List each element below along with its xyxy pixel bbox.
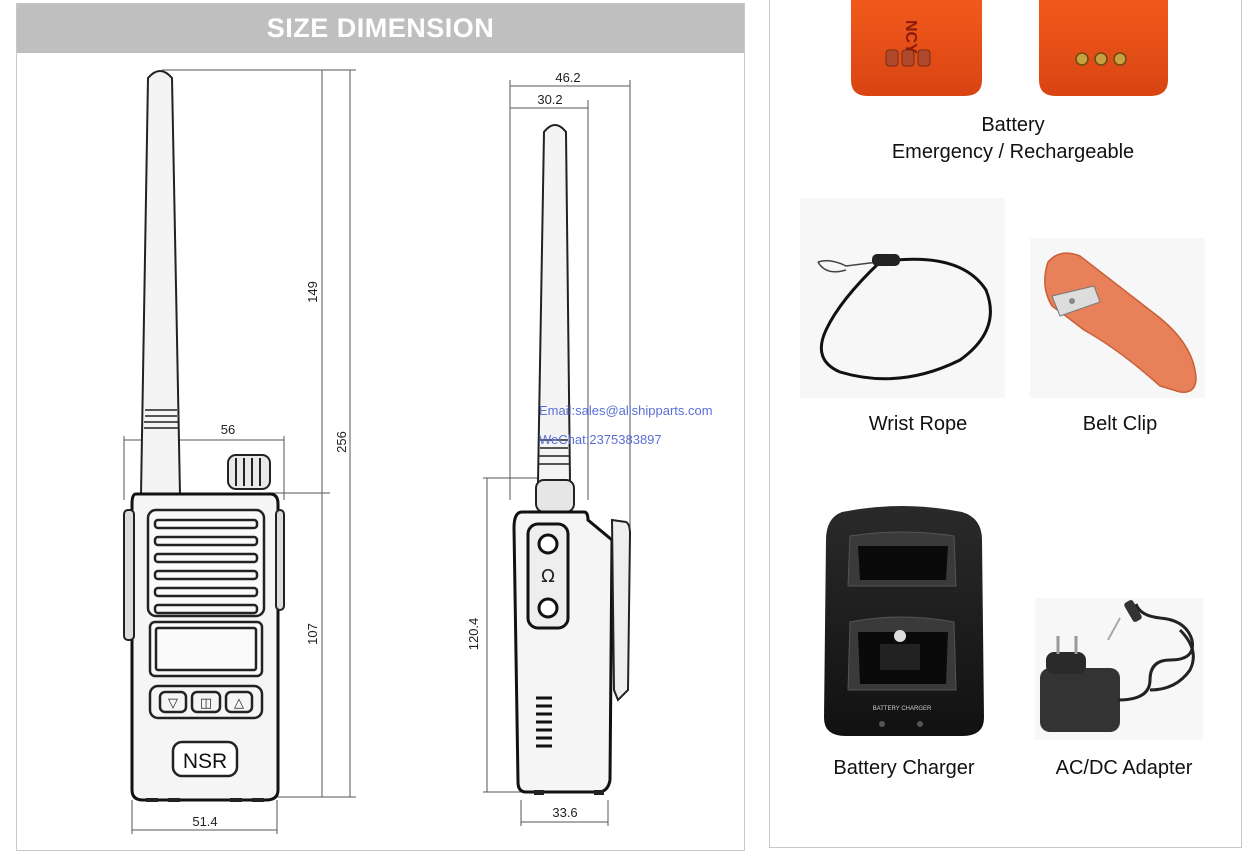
menu-icon: ◫ (200, 696, 212, 711)
side-belt-clip (610, 518, 632, 702)
up-arrow-icon: △ (234, 696, 244, 711)
battery-rechargeable (1039, 0, 1168, 96)
battery-caption-line1: Battery (981, 114, 1045, 136)
dim-side-body-height: 120.4 (466, 618, 481, 651)
dim-body-width-bottom: 51.4 (192, 814, 217, 829)
adapter-caption: AC/DC Adapter (1055, 757, 1193, 779)
accessory-jack (526, 522, 570, 630)
dim-body-width-top: 56 (221, 422, 235, 437)
dim-side-bottom-depth: 33.6 (552, 805, 577, 820)
charger-device-text: BATTERY CHARGER (873, 706, 932, 712)
brand-logo: NSR (183, 750, 227, 773)
channel-knob-icon (227, 454, 271, 490)
watermark-email: Email:sales@allshipparts.com (539, 403, 713, 418)
keypad (148, 684, 264, 720)
dim-body-height: 107 (305, 623, 320, 645)
dim-side-body-depth: 30.2 (537, 92, 562, 107)
belt-clip-caption: Belt Clip (1082, 413, 1158, 435)
battery-label-fragment: NCY (902, 20, 919, 54)
wrist-rope-caption: Wrist Rope (868, 413, 968, 435)
headset-icon: Ω (541, 566, 555, 587)
dim-side-total-depth: 46.2 (555, 70, 580, 85)
display-screen (148, 620, 264, 678)
battery-charger-caption: Battery Charger (833, 757, 975, 779)
down-arrow-icon: ▽ (168, 696, 178, 711)
battery-caption-line2: Emergency / Rechargeable (891, 141, 1135, 163)
speaker-grille (146, 508, 266, 618)
dim-total-height: 256 (334, 431, 349, 453)
antenna (139, 70, 182, 496)
section-title: SIZE DIMENSION (17, 4, 744, 53)
watermark-wechat: WeChat:2375383897 (539, 432, 662, 447)
side-antenna (536, 124, 572, 483)
battery-emergency (851, 0, 982, 96)
brand-plate (171, 740, 239, 778)
dim-antenna-height: 149 (305, 281, 320, 303)
